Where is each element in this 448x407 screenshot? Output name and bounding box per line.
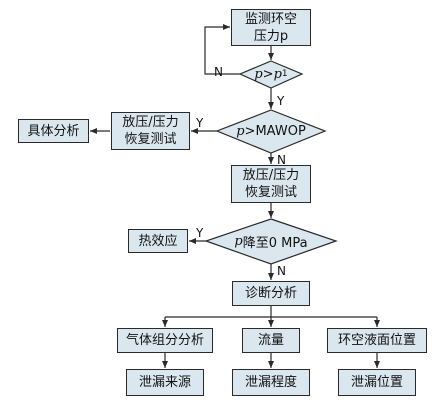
edge-label-d2-no: N: [277, 153, 286, 167]
monitor-pressure-box: 监测环空 压力p: [231, 9, 311, 46]
decision-1-subscript: 1: [281, 69, 288, 79]
thermal-effect-box: 热效应: [128, 229, 188, 253]
decision-2-text: p > MAWOP: [217, 122, 325, 140]
edge-label-d1-yes: Y: [277, 94, 285, 108]
decision-1-operator: >: [262, 66, 274, 82]
bleed-test-box-2: 放压/压力 恢复测试: [231, 165, 311, 203]
leak-position-box: 泄漏位置: [338, 369, 416, 396]
diagnosis-box: 诊断分析: [232, 281, 310, 306]
leak-degree-box: 泄漏程度: [232, 369, 310, 396]
decision-2-variable: p: [236, 123, 245, 139]
arrow-d1-no-loop: [204, 24, 240, 75]
decision-diamond-3: [204, 218, 338, 265]
edge-label-d3-no: N: [277, 264, 286, 278]
decision-3-variable: p: [234, 233, 243, 249]
gas-composition-box: 气体组分分析: [117, 328, 213, 353]
edge-label-d2-yes: Y: [196, 116, 204, 130]
decision-1-threshold: p: [273, 66, 282, 82]
decision-2-operator: >: [244, 123, 256, 139]
bleed-test-box-1: 放压/压力 恢复测试: [111, 112, 190, 150]
leak-source-box: 泄漏来源: [126, 369, 204, 396]
decision-1-variable: p: [254, 66, 263, 82]
specific-analysis-box: 具体分析: [18, 119, 89, 143]
decision-3-condition: 降至0 MPa: [242, 235, 308, 251]
flow-rate-box: 流量: [242, 328, 300, 353]
annulus-level-box: 环空液面位置: [327, 328, 427, 353]
decision-diamond-1: [238, 60, 304, 89]
edge-label-d3-yes: Y: [196, 226, 204, 240]
decision-3-text: p 降至0 MPa: [206, 232, 336, 251]
decision-2-threshold: MAWOP: [255, 123, 306, 139]
edge-label-d1-no: N: [214, 65, 223, 79]
decision-diamond-2: [215, 109, 327, 154]
